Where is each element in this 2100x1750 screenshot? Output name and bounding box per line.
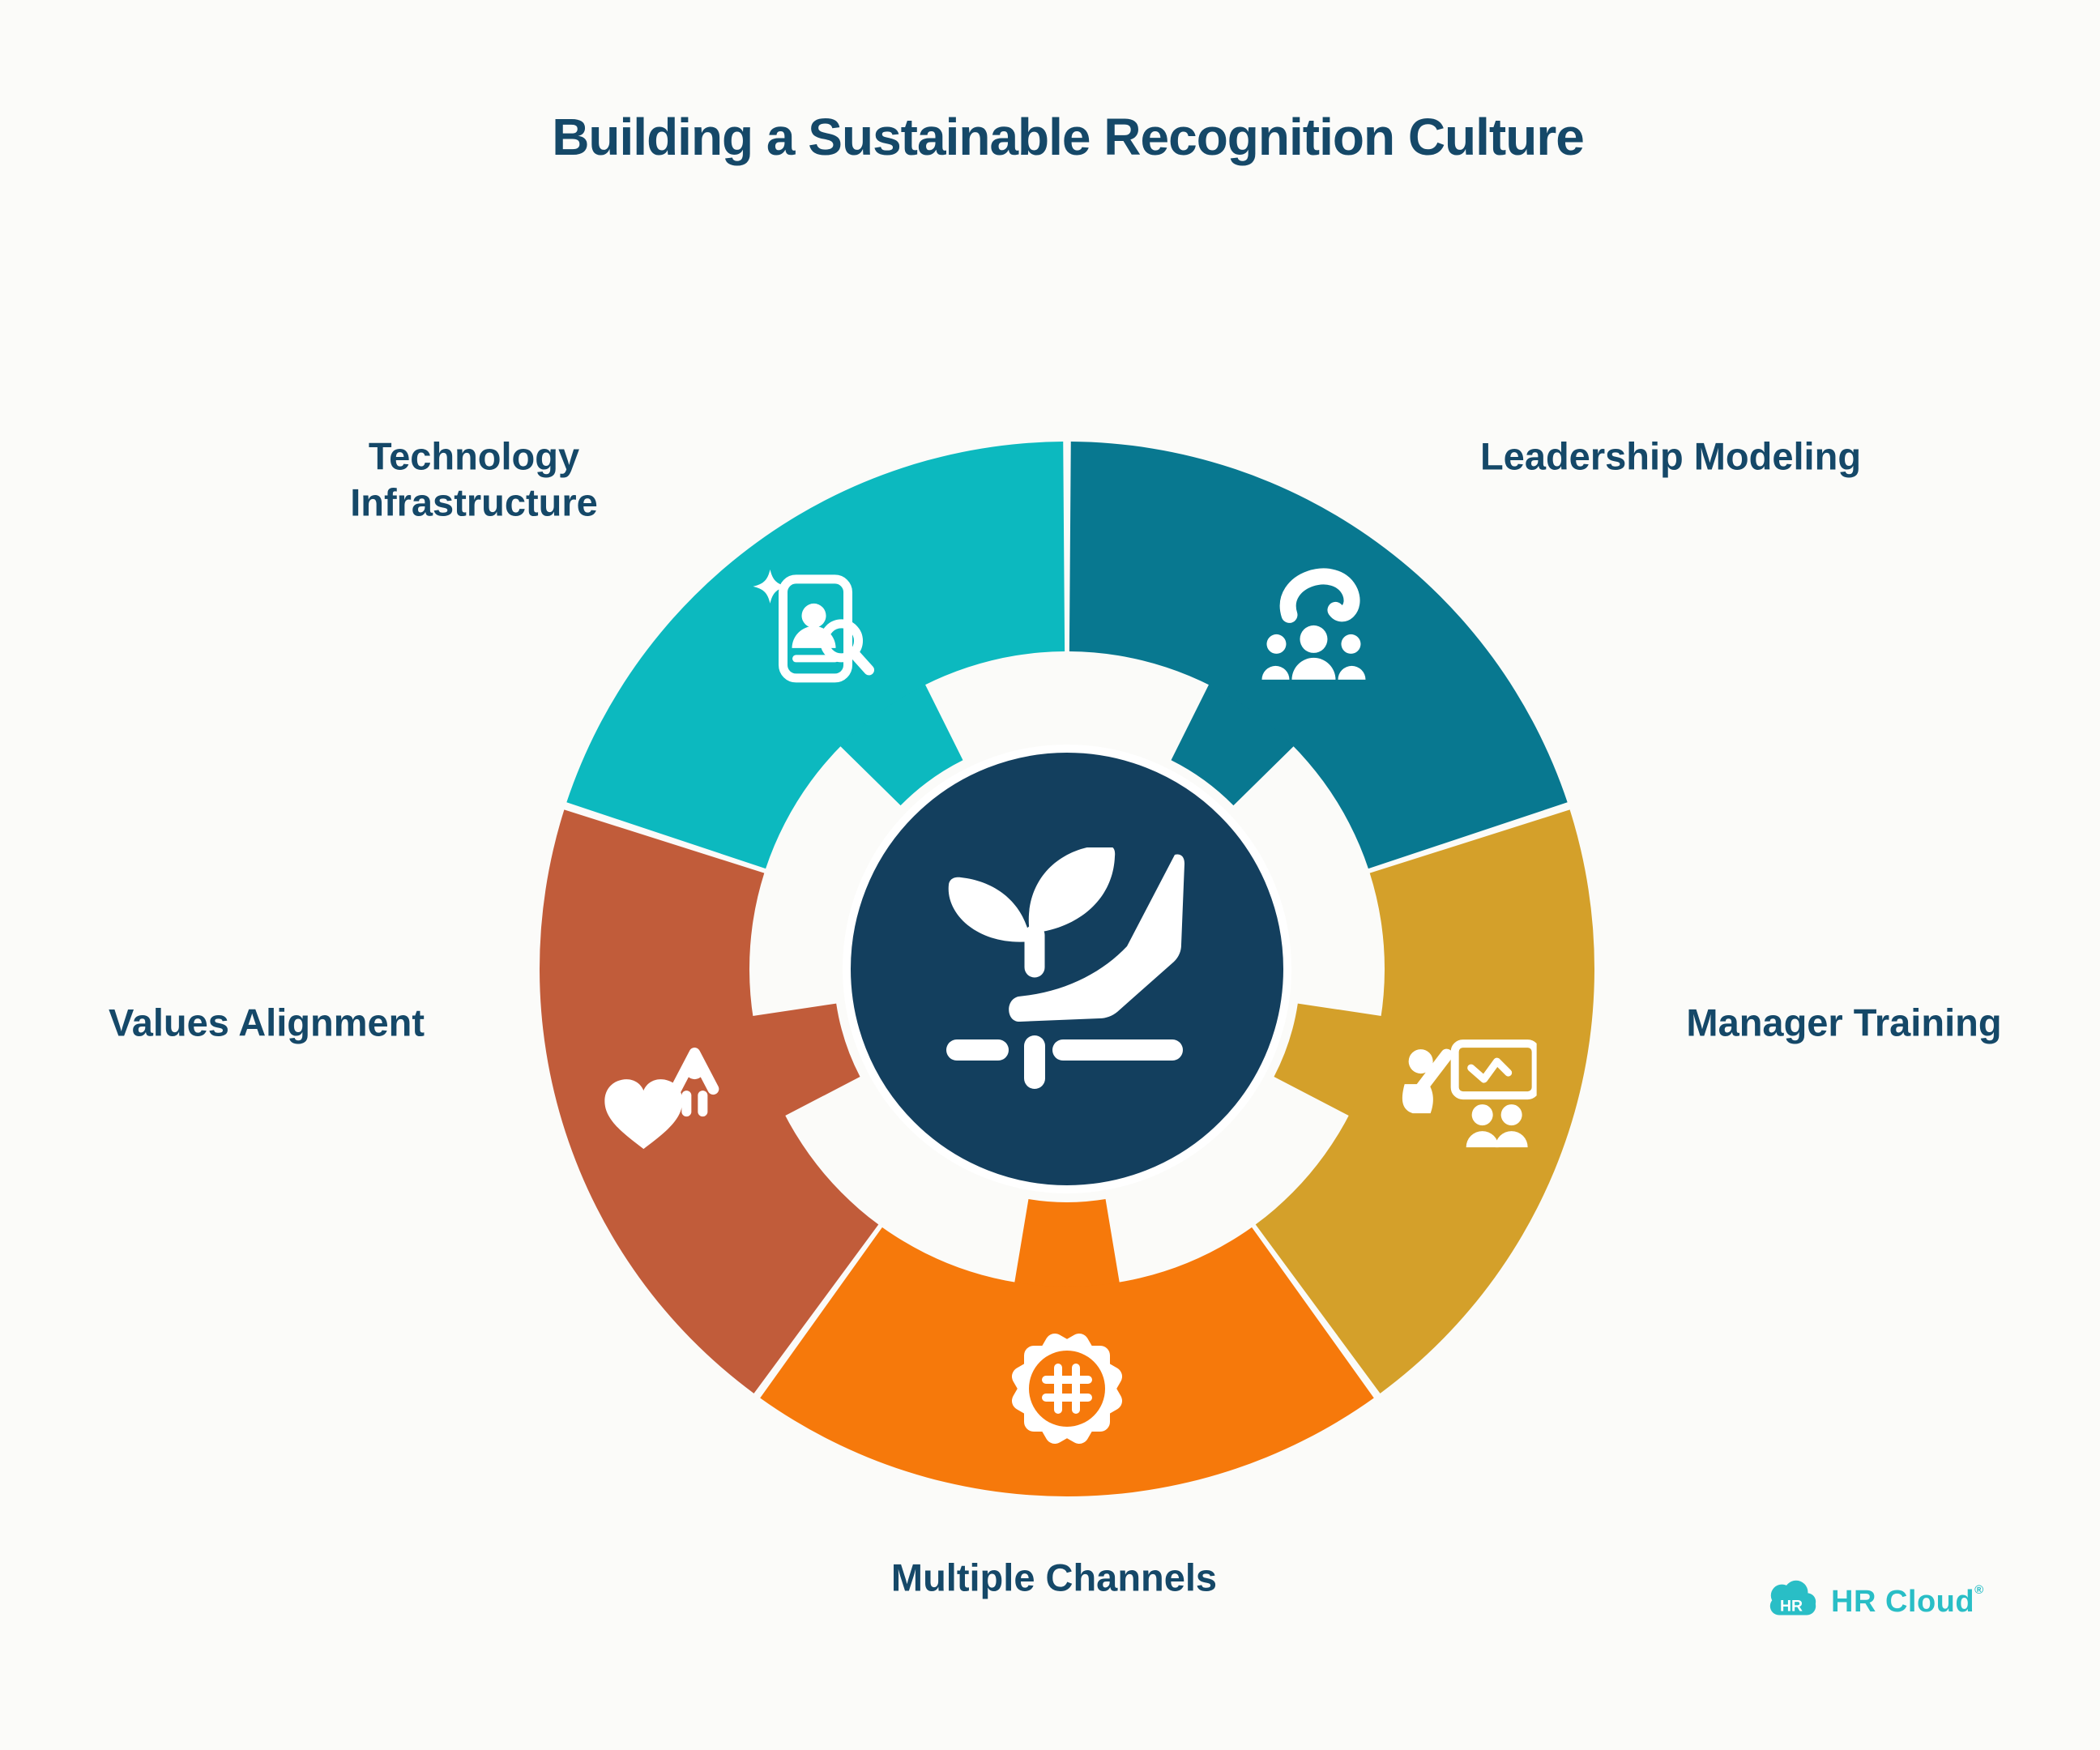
segment-wedge-manager [1274,1003,1386,1118]
segment-arc-values [539,809,879,1394]
center-circle [843,745,1291,1193]
page-title: Building a Sustainable Recognition Cultu… [552,108,1585,166]
label-leadership-modeling: Leadership Modeling [1479,434,1862,478]
segment-arc-leadership [1069,442,1568,869]
registered-mark: ® [1974,1582,1984,1597]
hr-cloud-cloud-icon: HR [1769,1580,1816,1616]
label-multiple-channels: Multiple Channels [890,1556,1218,1599]
hr-cloud-wordmark: HR Cloud® [1831,1582,1984,1619]
hr-cloud-badge-text: HR [1780,1598,1803,1616]
hr-cloud-logo: HR HR Cloud® [1765,1578,1984,1624]
label-values-alignment: Values Alignment [108,1001,425,1044]
segment-wedge-multiple [1014,1199,1120,1291]
label-technology-infrastructure: Technology Infrastructure [350,434,598,524]
segment-wedge-technology [837,680,963,806]
label-manager-training: Manager Training [1686,1001,2002,1044]
segment-wedge-leadership [1171,680,1297,806]
segment-wedge-values [748,1003,860,1118]
